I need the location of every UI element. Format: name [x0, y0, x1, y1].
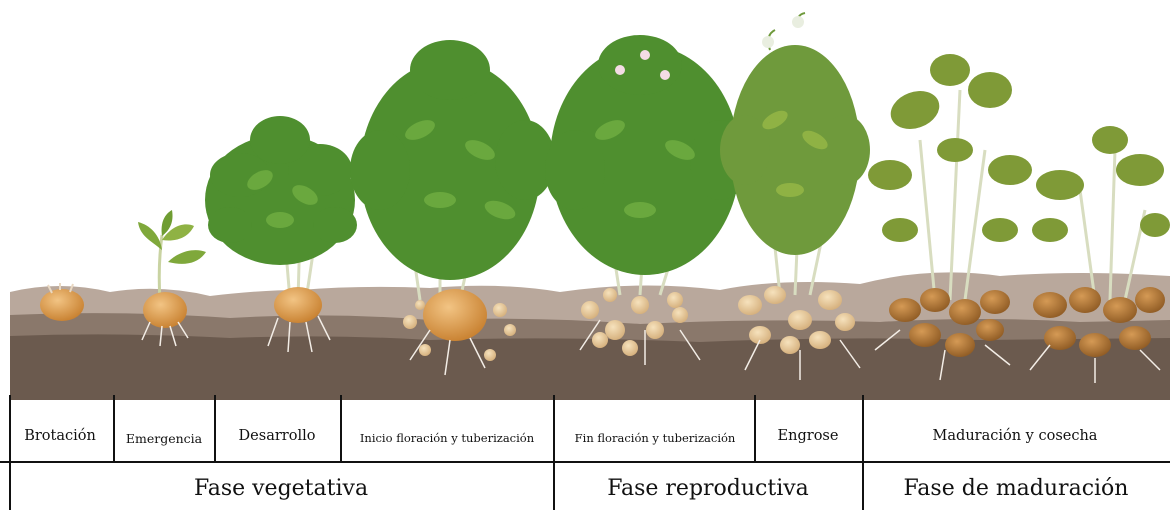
divider	[113, 395, 115, 461]
phase-label-reproductiva: Fase reproductiva	[607, 476, 809, 501]
divider	[553, 395, 555, 510]
stage-label-brotacion: Brotación	[24, 428, 96, 444]
phase-label-vegetativa: Fase vegetativa	[194, 476, 368, 501]
seed-tuber	[423, 289, 487, 341]
stage-label-maduracion: Maduración y cosecha	[933, 428, 1098, 444]
stage-label-desarrollo: Desarrollo	[239, 428, 316, 444]
divider	[340, 395, 342, 461]
table-divider	[0, 461, 1170, 463]
divider	[9, 395, 11, 510]
soil-bottom-layer	[10, 334, 1170, 400]
stage-phase-table: Brotación Emergencia Desarrollo Inicio f…	[0, 395, 1170, 510]
stage-label-inicio-floracion: Inicio floración y tuberización	[360, 431, 534, 445]
divider	[214, 395, 216, 461]
divider	[754, 395, 756, 461]
phase-label-maduracion: Fase de maduración	[904, 476, 1129, 501]
stage-label-engrose: Engrose	[778, 428, 839, 444]
divider	[862, 395, 864, 510]
seed-tuber	[274, 287, 322, 323]
stage-label-fin-floracion: Fin floración y tuberización	[575, 431, 736, 445]
potato-growth-illustration	[0, 0, 1170, 400]
stage-label-emergencia: Emergencia	[126, 431, 202, 446]
seed-tuber	[40, 289, 84, 321]
